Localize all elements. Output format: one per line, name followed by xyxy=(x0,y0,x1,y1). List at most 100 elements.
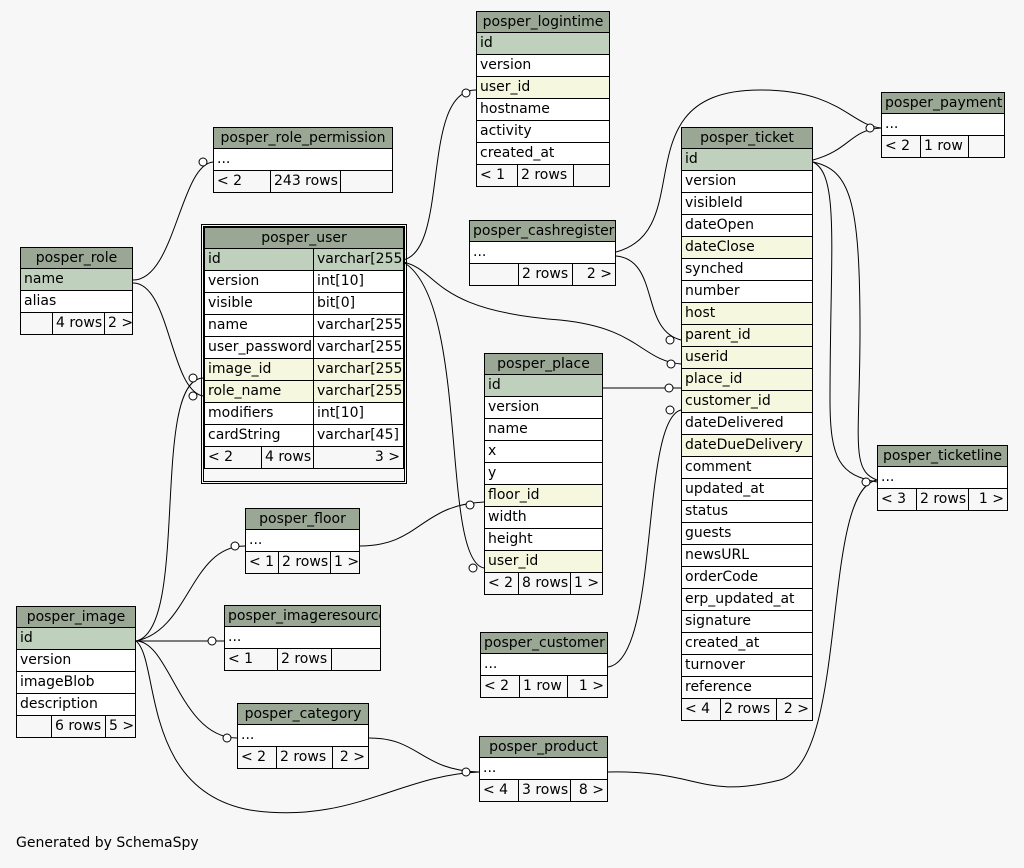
foreign-key-column: userid xyxy=(685,349,729,365)
column: erp_updated_at xyxy=(685,591,795,607)
table-title: posper_payment xyxy=(885,95,1003,111)
children-count xyxy=(340,171,392,192)
parents-count: < 4 xyxy=(685,701,711,717)
children-count: 8 > xyxy=(570,780,607,801)
primary-key-column: id xyxy=(488,377,501,393)
table-title: posper_role_permission xyxy=(220,130,386,146)
generator-footer: Generated by SchemaSpy xyxy=(16,835,199,851)
parents-count: < 4 xyxy=(483,782,509,798)
table-title: posper_logintime xyxy=(482,14,604,30)
children-count xyxy=(968,136,1004,157)
edge-role-rolepermission xyxy=(132,161,214,281)
table-posper-logintime[interactable]: posper_logintime id version user_id host… xyxy=(476,11,610,187)
children-count: 1 > xyxy=(330,552,359,573)
row-count: 2 rows xyxy=(278,552,330,573)
edge-image-category xyxy=(135,640,238,739)
foreign-key-column: parent_id xyxy=(685,327,751,343)
table-title: posper_ticket xyxy=(700,130,794,146)
parents-count: < 2 xyxy=(217,173,243,189)
table-title: posper_floor xyxy=(259,511,346,527)
table-posper-ticket[interactable]: posper_ticket id version visibleId dateO… xyxy=(681,127,813,721)
column-type: int[10] xyxy=(313,403,403,424)
table-title: posper_place xyxy=(497,356,590,372)
edge-cashregister-payment xyxy=(615,89,882,253)
row-count: 2 rows xyxy=(277,649,331,670)
row-count: 2 rows xyxy=(720,699,776,720)
column: created_at xyxy=(480,145,555,161)
column: dateDelivered xyxy=(685,415,784,431)
edge-ticket-ticketline xyxy=(812,161,878,481)
foreign-key-column: role_name xyxy=(208,383,282,399)
column-type: varchar[255] xyxy=(313,249,403,270)
column-ellipsis: ... xyxy=(249,532,263,548)
column: width xyxy=(488,509,527,525)
edge-product-ticketline xyxy=(607,479,878,788)
column-ellipsis: ... xyxy=(885,116,899,132)
column: name xyxy=(208,317,248,333)
parents-count: < 3 xyxy=(881,491,907,507)
edge-user-ticket xyxy=(402,261,682,365)
column-type: varchar[45] xyxy=(313,425,403,446)
parents-count: < 2 xyxy=(484,678,510,694)
table-posper-image[interactable]: posper_image id version imageBlob descri… xyxy=(16,606,136,738)
parents-count: < 1 xyxy=(249,554,275,570)
table-title: posper_image xyxy=(26,609,126,625)
parents-count: < 2 xyxy=(488,575,514,591)
column-ellipsis: ... xyxy=(484,656,498,672)
column-ellipsis: ... xyxy=(241,727,255,743)
column: description xyxy=(20,696,98,712)
children-count: 2 > xyxy=(332,747,368,768)
foreign-key-column: customer_id xyxy=(685,393,771,409)
children-count xyxy=(331,649,380,670)
column: name xyxy=(488,421,528,437)
row-count: 2 rows xyxy=(518,264,572,285)
column: signature xyxy=(685,613,751,629)
edge-user-logintime xyxy=(402,89,477,261)
primary-key-column: id xyxy=(685,151,698,167)
row-count: 6 rows xyxy=(51,716,105,737)
edge-customer-ticket xyxy=(607,409,682,668)
row-count: 4 rows xyxy=(261,447,313,468)
column: version xyxy=(685,173,737,189)
edge-floor-place xyxy=(359,501,485,547)
column-ellipsis: ... xyxy=(217,151,231,167)
table-title: posper_user xyxy=(261,230,347,246)
column: orderCode xyxy=(685,569,759,585)
column: status xyxy=(685,503,729,519)
children-count: 3 > xyxy=(313,447,403,468)
parents-count xyxy=(21,313,52,334)
children-count: 1 > xyxy=(570,573,602,594)
row-count: 2 rows xyxy=(276,747,332,768)
children-count: 2 > xyxy=(572,264,615,285)
foreign-key-column: user_id xyxy=(480,79,531,95)
column: hostname xyxy=(480,101,550,117)
column: visible xyxy=(208,295,253,311)
column: activity xyxy=(480,123,532,139)
row-count: 8 rows xyxy=(518,573,570,594)
primary-key-column: name xyxy=(24,271,64,287)
table-posper-place[interactable]: posper_place id version name x y floor_i… xyxy=(484,353,603,595)
column-type: varchar[255] xyxy=(313,359,403,380)
column: dateOpen xyxy=(685,217,754,233)
edge-image-floor xyxy=(135,545,246,642)
column: version xyxy=(208,273,260,289)
row-count: 3 rows xyxy=(518,780,570,801)
children-count: 5 > xyxy=(105,716,135,737)
foreign-key-column: dateClose xyxy=(685,239,755,255)
edge-ticket-payment xyxy=(812,127,882,161)
column: version xyxy=(20,652,72,668)
column: alias xyxy=(24,293,57,309)
row-count: 1 row xyxy=(920,136,968,157)
column: number xyxy=(685,283,740,299)
